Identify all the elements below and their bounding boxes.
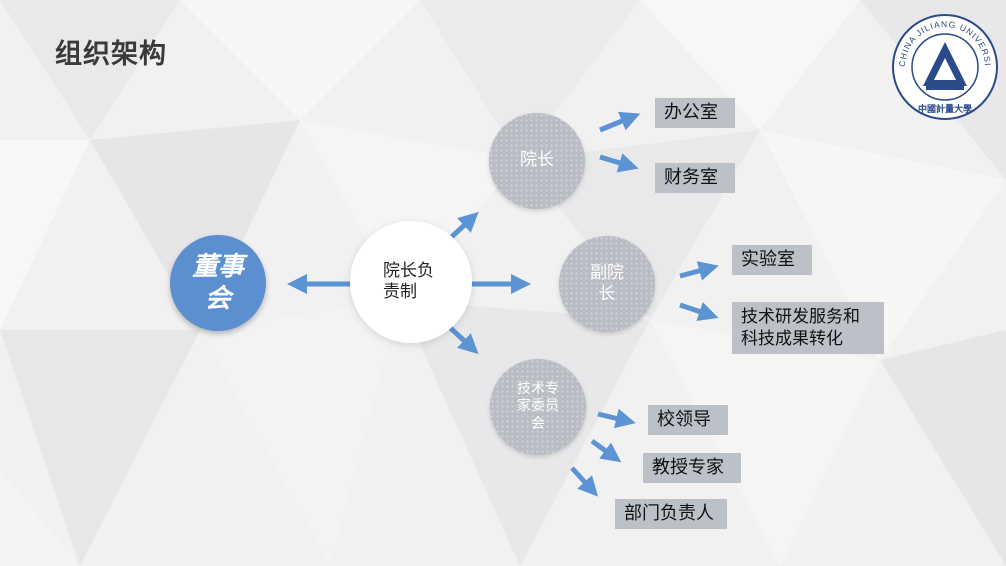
office-box: 办公室 (655, 98, 735, 128)
finance-box: 财务室 (655, 163, 735, 193)
page-title: 组织架构 (55, 39, 167, 70)
arrow-to-office (599, 111, 641, 133)
arrow-to-dept-heads (570, 466, 599, 497)
logo-chinese-name: 中國計量大學 (918, 103, 972, 115)
board-label: 董事会 (191, 251, 244, 315)
university-logo: CHINA JILIANG UNIVERSITY 中國計量大學 (890, 12, 998, 120)
president-circle: 院长 (489, 113, 585, 209)
school-leaders-box: 校领导 (648, 405, 728, 435)
vice-president-label: 副院长 (590, 262, 624, 304)
board-circle: 董事会 (170, 235, 266, 331)
arrow-to-tech-service (679, 302, 719, 322)
vice-president-circle: 副院长 (559, 236, 655, 332)
president-system-circle: 院长负责制 (350, 221, 472, 343)
expert-committee-circle: 技术专家委员会 (490, 359, 586, 455)
lab-box: 实验室 (732, 245, 812, 275)
president-label: 院长 (520, 150, 554, 171)
arrow-to-professors (590, 438, 622, 463)
professors-box: 教授专家 (643, 453, 741, 483)
arrow-to-school-leaders (597, 408, 636, 429)
expert-committee-label: 技术专家委员会 (517, 380, 559, 432)
arrow-to-finance (599, 153, 639, 173)
tech-service-box: 技术研发服务和科技成果转化 (732, 302, 884, 354)
dept-heads-box: 部门负责人 (615, 499, 727, 529)
arrow-to-lab (679, 261, 719, 281)
president-system-label: 院长负责制 (383, 260, 434, 302)
